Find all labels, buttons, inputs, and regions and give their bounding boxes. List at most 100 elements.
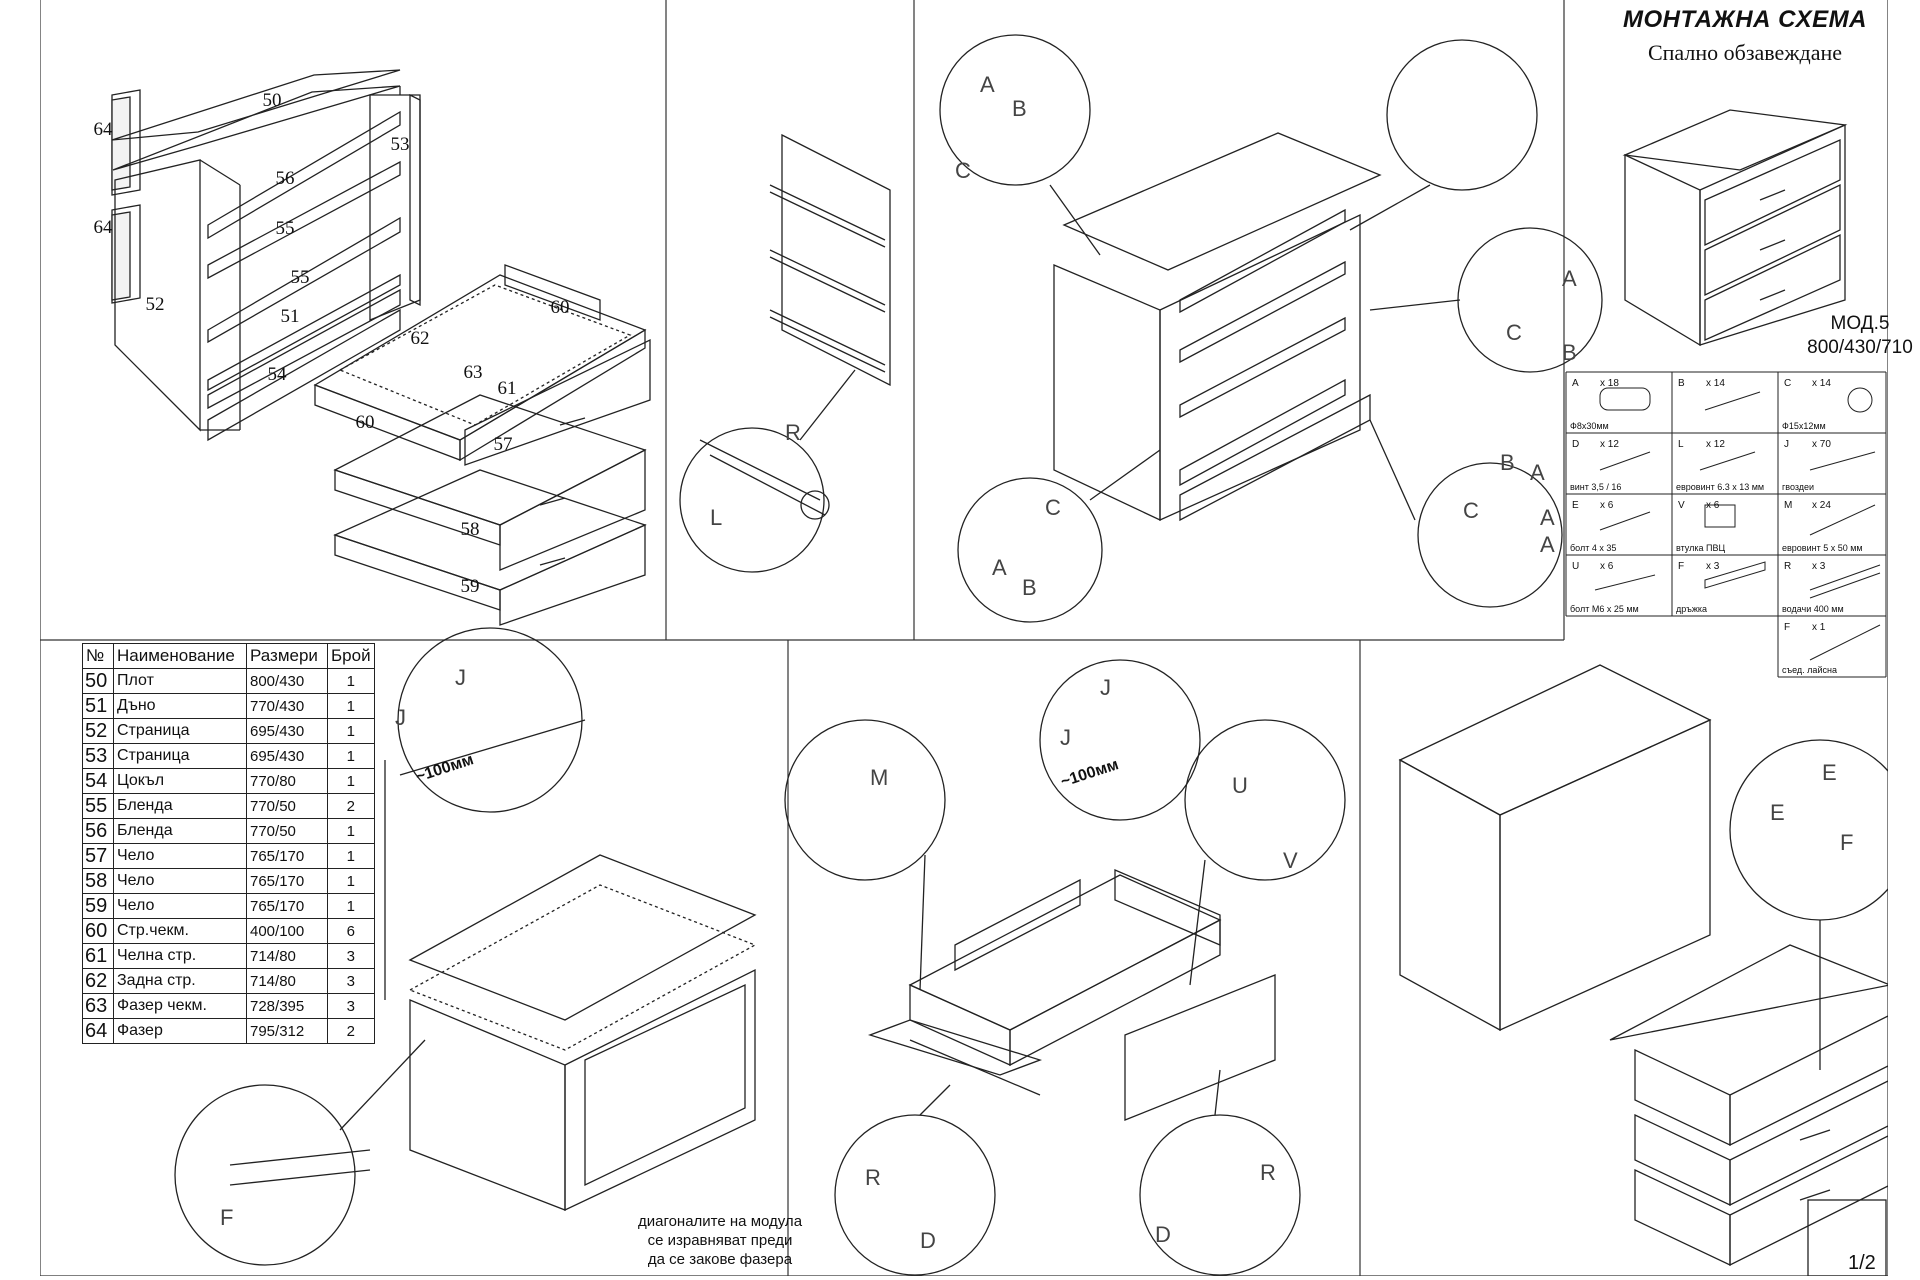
part-number: 60 <box>355 412 375 433</box>
hardware-qty: x 6 <box>1600 500 1614 511</box>
subtitle: Спално обзавеждане <box>1647 40 1843 65</box>
hardware-code: F <box>1784 622 1791 633</box>
hardware-code: A <box>1572 378 1579 389</box>
part-size: 765/170 <box>246 893 328 919</box>
detail-label: C <box>1506 320 1522 345</box>
part-no: 57 <box>82 843 114 869</box>
hardware-name: евровинт 5 x 50 мм <box>1782 543 1863 553</box>
part-name: Бленда <box>113 793 247 819</box>
part-size: 400/100 <box>246 918 328 944</box>
part-name: Страница <box>113 718 247 744</box>
part-no: 61 <box>82 943 114 969</box>
part-number: 50 <box>262 90 282 111</box>
part-no: 52 <box>82 718 114 744</box>
part-size: 695/430 <box>246 718 328 744</box>
title-block: МОНТАЖНА СХЕМА Спално обзавеждане <box>1610 6 1880 66</box>
hardware-qty: x 14 <box>1812 378 1831 389</box>
hardware-code: U <box>1572 561 1580 572</box>
note-line: диагоналите на модула <box>637 1213 803 1230</box>
assembly-note: диагоналите на модула се изравняват пред… <box>615 1212 825 1269</box>
col-qty: Брой <box>327 643 375 669</box>
part-size: 770/50 <box>246 818 328 844</box>
part-size: 795/312 <box>246 1018 328 1044</box>
col-name: Наименование <box>113 643 247 669</box>
detail-label: D <box>920 1228 936 1253</box>
hardware-qty: x 70 <box>1812 439 1831 450</box>
part-number: 55 <box>275 218 295 239</box>
part-qty: 2 <box>327 1018 375 1044</box>
col-size: Размери <box>246 643 328 669</box>
hardware-name: втулка ПВЦ <box>1676 543 1726 553</box>
main-title: МОНТАЖНА СХЕМА <box>1622 6 1867 33</box>
hardware-name: водачи 400 мм <box>1782 604 1844 614</box>
part-number: 52 <box>145 294 165 315</box>
part-no: 53 <box>82 743 114 769</box>
part-no: 64 <box>82 1018 114 1044</box>
part-size: 695/430 <box>246 743 328 769</box>
part-name: Цокъл <box>113 768 247 794</box>
detail-label: A <box>1540 505 1555 530</box>
hardware-qty: x 18 <box>1600 378 1619 389</box>
part-no: 55 <box>82 793 114 819</box>
hardware-code: M <box>1784 500 1793 511</box>
part-name: Фазер <box>113 1018 247 1044</box>
panel-frame <box>40 0 1888 1276</box>
part-name: Бленда <box>113 818 247 844</box>
part-no: 50 <box>82 668 114 694</box>
hardware-qty: x 3 <box>1812 561 1826 572</box>
carcass-drawing <box>939 34 1603 623</box>
part-qty: 1 <box>327 668 375 694</box>
detail-label: F <box>1840 830 1854 855</box>
part-qty: 6 <box>327 918 375 944</box>
part-qty: 3 <box>327 943 375 969</box>
hardware-code: V <box>1678 500 1685 511</box>
part-number: 55 <box>290 267 310 288</box>
part-no: 63 <box>82 993 114 1019</box>
detail-label: E <box>1822 760 1837 785</box>
part-no: 59 <box>82 893 114 919</box>
hardware-name: евровинт 6.3 x 13 мм <box>1676 482 1765 492</box>
side-panel-rails-drawing <box>679 133 891 573</box>
model-name: МОД.5 <box>1830 313 1890 334</box>
detail-label: R <box>1260 1160 1276 1185</box>
detail-label: A <box>1540 532 1555 557</box>
part-qty: 1 <box>327 743 375 769</box>
detail-label: M <box>870 765 889 790</box>
hardware-qty: x 24 <box>1812 500 1831 511</box>
part-name: Задна стр. <box>113 968 247 994</box>
part-number: 63 <box>463 362 483 383</box>
part-qty: 2 <box>327 793 375 819</box>
detail-label: A <box>992 555 1007 580</box>
part-qty: 3 <box>327 968 375 994</box>
part-name: Чело <box>113 868 247 894</box>
part-qty: 1 <box>327 843 375 869</box>
hardware-code: B <box>1678 378 1685 389</box>
hardware-qty: x 14 <box>1706 378 1725 389</box>
part-qty: 1 <box>327 893 375 919</box>
assembly-drawing <box>40 0 1888 1276</box>
part-name: Стр.чекм. <box>113 918 247 944</box>
page-number: 1/2 <box>1848 1252 1876 1274</box>
note-line: да се закове фазера <box>647 1251 793 1268</box>
detail-label: U <box>1232 773 1248 798</box>
detail-label: A <box>1530 460 1545 485</box>
detail-label: V <box>1283 848 1298 873</box>
detail-label: C <box>1045 495 1061 520</box>
hardware-code: L <box>1678 439 1684 450</box>
part-number: 64 <box>93 217 113 238</box>
detail-label: E <box>1770 800 1785 825</box>
